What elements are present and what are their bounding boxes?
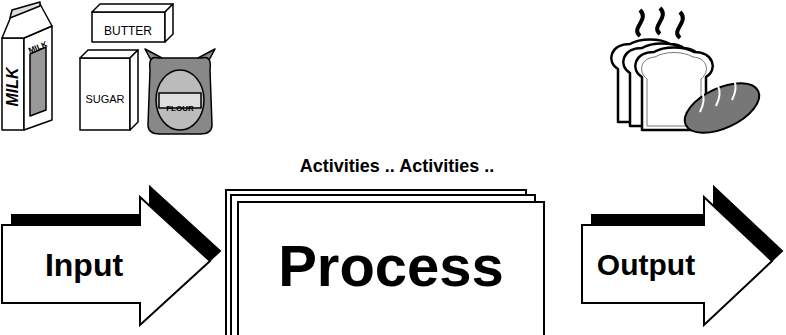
milk-carton [2, 2, 52, 130]
butter-box [92, 4, 173, 42]
outline-shape [238, 202, 544, 335]
sugar-box [80, 50, 138, 130]
product-label: BUTTER [104, 25, 152, 37]
product-label: SUGAR [85, 94, 124, 105]
product-label: MILK [5, 67, 21, 106]
output-arrow: Output [580, 185, 784, 330]
activity-label: Activities .. Activities .. [300, 157, 494, 175]
process-box: Process [226, 190, 546, 335]
outline-shape [2, 197, 210, 325]
product-label: FLOUR [166, 105, 194, 113]
flour-bag [145, 49, 215, 134]
node-label: Process [278, 237, 504, 295]
bread-illustration [611, 8, 766, 143]
node-label: Input [45, 249, 123, 281]
input-arrow: Input [0, 185, 226, 330]
outline-shape [582, 197, 772, 325]
node-label: Output [597, 250, 695, 280]
